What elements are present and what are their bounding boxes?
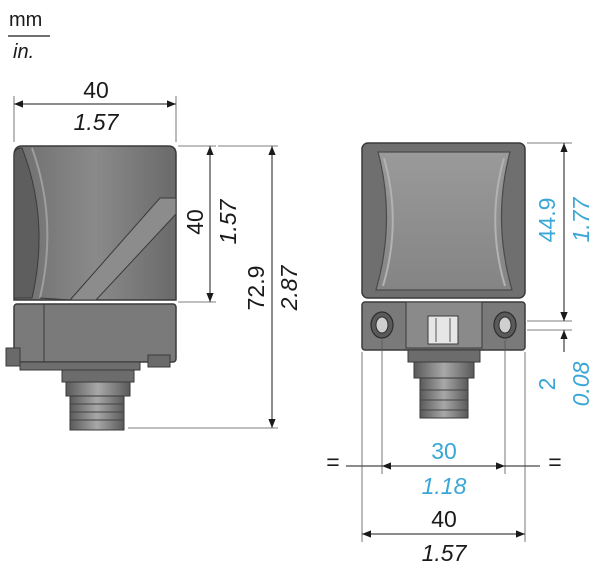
- units-legend: mm in.: [8, 9, 50, 63]
- side-head-height-mm: 40: [182, 209, 208, 235]
- side-view: 40 1.57 40 1.57 72.9 2.87: [5, 77, 302, 431]
- hole-spacing-in: 1.18: [422, 473, 467, 499]
- front-head-height-mm: 44.9: [534, 198, 560, 243]
- side-width-mm: 40: [83, 77, 109, 103]
- front-head-height-in: 1.77: [568, 196, 594, 242]
- hole-spacing-mm: 30: [431, 438, 457, 464]
- side-width-in: 1.57: [74, 109, 120, 135]
- side-connector: [69, 395, 125, 431]
- front-connector-nut: [413, 361, 475, 379]
- equal-mark-right: =: [548, 449, 561, 475]
- front-gap-in: 0.08: [568, 361, 594, 406]
- side-base: [13, 303, 177, 363]
- side-connector-nut: [65, 381, 131, 397]
- side-head-height-in: 1.57: [215, 198, 241, 244]
- side-total-height-in: 2.87: [276, 264, 302, 311]
- side-total-height-mm: 72.9: [243, 266, 269, 311]
- side-sensor-head: [13, 145, 177, 301]
- unit-mm: mm: [9, 9, 42, 31]
- front-width-in: 1.57: [422, 540, 468, 566]
- unit-in: in.: [13, 41, 34, 63]
- front-connector: [419, 377, 469, 419]
- side-sensing-face: [13, 147, 40, 299]
- front-sensing-face: [375, 151, 513, 291]
- equal-mark-left: =: [326, 449, 339, 475]
- front-width-mm: 40: [431, 506, 457, 532]
- front-view: 44.9 1.77 2 0.08 = = 30 1.18 40 1.57: [326, 142, 594, 566]
- side-ridge: [68, 197, 177, 301]
- front-gap-mm: 2: [534, 378, 560, 391]
